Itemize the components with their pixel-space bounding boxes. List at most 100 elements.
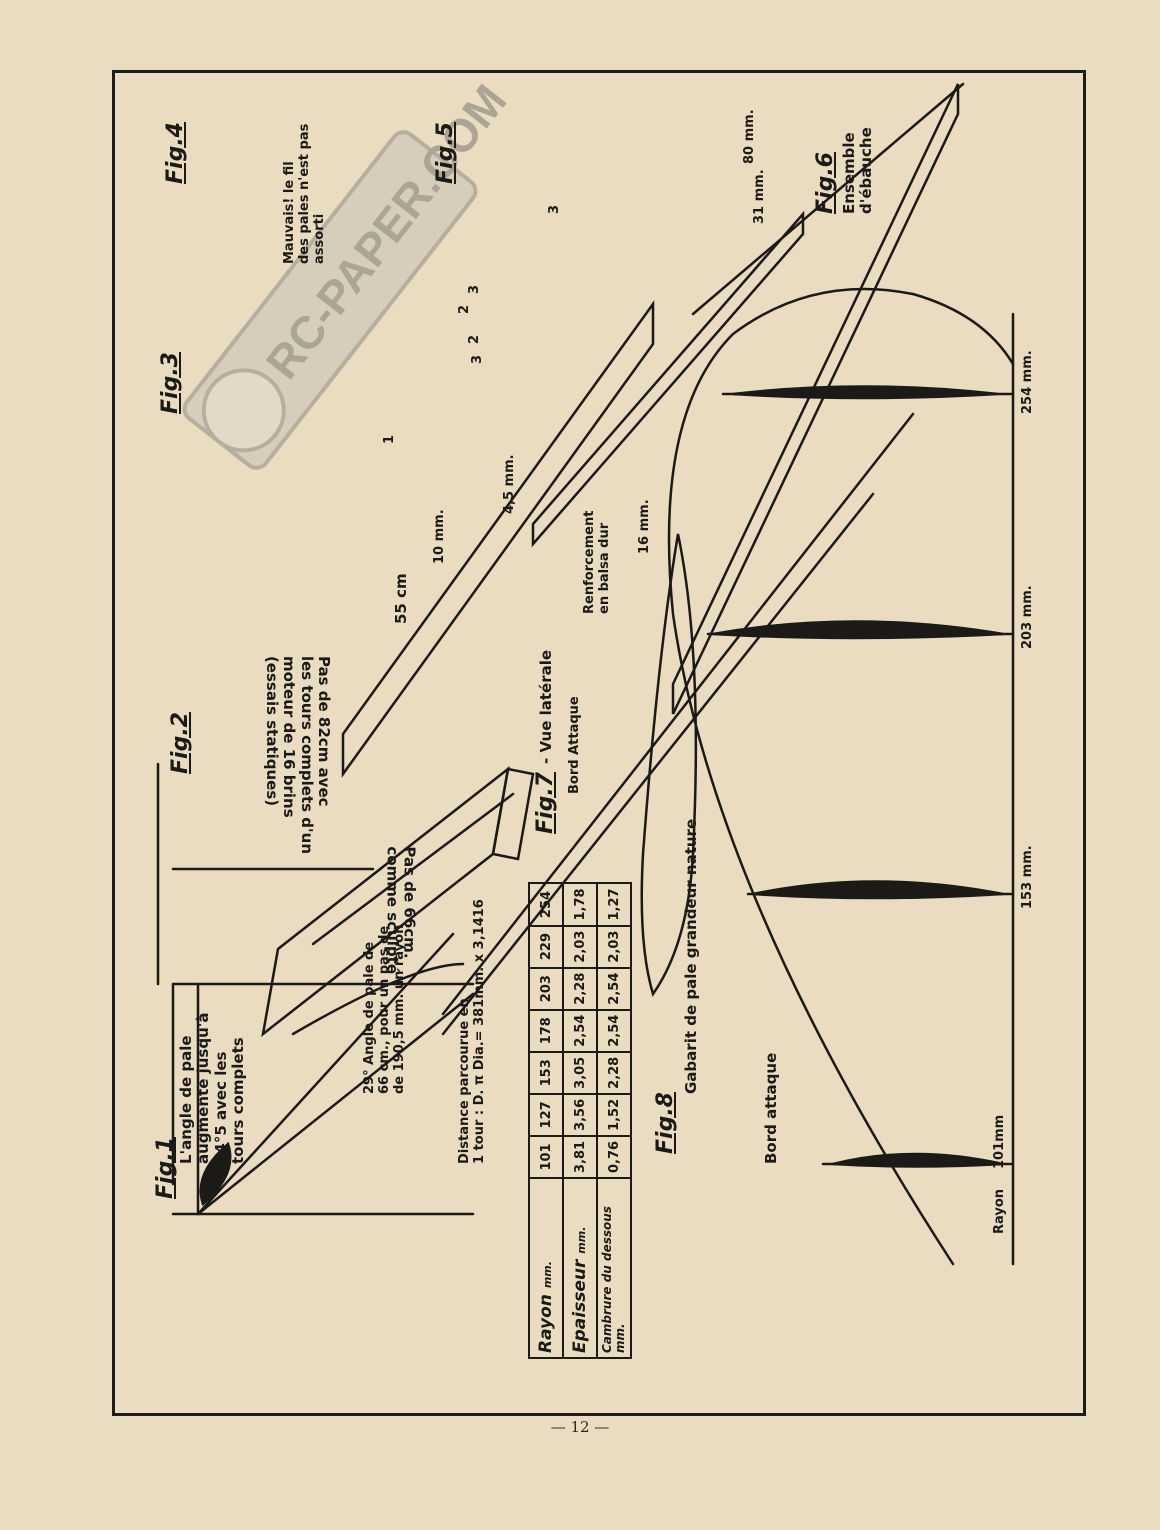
fig7-profile — [640, 533, 698, 997]
table-cell: 2,54 — [597, 1009, 631, 1052]
fig8-section — [832, 1152, 1004, 1168]
fig1-line — [196, 992, 475, 1216]
table-row-label: Epaisseur — [570, 1259, 590, 1353]
table-row-unit: mm. — [575, 1226, 588, 1254]
table-cell: 203 — [529, 967, 563, 1010]
table-row-label: Cambrure du dessous mm. — [600, 1206, 627, 1353]
fig5-number: 3 — [467, 284, 482, 294]
fig1-pitch-66-block: Pas de 66cm. comme sculpté — [383, 846, 418, 974]
fig6-reinforce: Renforcement en balsa dur — [582, 510, 613, 614]
fig1-pitch-82-line: (essais statiques) — [263, 655, 282, 807]
fig3-title: Fig.3 — [158, 352, 183, 414]
fig8-rayon: Rayon — [992, 1188, 1007, 1234]
table-cell: 254 — [529, 883, 563, 926]
fig8-section — [752, 880, 1004, 900]
fig5-block — [531, 210, 805, 548]
fig2-length: 55 cm — [392, 573, 410, 624]
fig8-title: Fig.8 — [653, 1092, 678, 1154]
fig6-subtitle-line: Ensemble — [840, 132, 858, 214]
fig7-bord: Bord Attaque — [567, 696, 582, 794]
fig5-title: Fig.5 — [433, 122, 458, 184]
table-cell: 2,03 — [563, 925, 597, 968]
fig1-pitch-82-line: Pas de 82cm avec — [315, 655, 333, 807]
fig1-title: Fig.1 — [153, 1137, 178, 1199]
fig1-pitch-82-block: Pas de 82cm avec les tours complets d'un… — [263, 655, 333, 854]
fig8-section — [732, 385, 999, 400]
fig6-reinforce-line: en balsa dur — [596, 522, 612, 614]
fig8-section — [712, 620, 1004, 640]
table-row: Rayon mm. 101 127 153 178 203 229 254 — [529, 883, 563, 1358]
table-row-header: Epaisseur mm. — [563, 1178, 597, 1358]
table-cell: 1,52 — [597, 1093, 631, 1136]
table-row-label: Rayon — [536, 1294, 556, 1353]
fig5-number: 2 — [457, 304, 472, 314]
fig8-station-label: 254 mm. — [1020, 350, 1035, 414]
table-cell: 2,03 — [597, 925, 631, 968]
fig7-subtitle: - Vue latérale — [537, 649, 555, 764]
fig4-note-line: Mauvais! le fil — [282, 161, 297, 264]
table-cell: 3,56 — [563, 1093, 597, 1136]
fig1-pitch-66-line: Pas de 66cm. — [400, 846, 419, 959]
fig1-distance-line: 1 tour : D. π Dia.= 381mm. x 3,1416 — [471, 899, 487, 1164]
fig6-dim-width: 80 mm. — [742, 109, 757, 164]
table-cell: 229 — [529, 925, 563, 968]
table-row-header: Rayon mm. — [529, 1178, 563, 1358]
fig1-angle-line: augmente jusqu'à — [194, 1012, 213, 1164]
blade-data-table: Rayon mm. 101 127 153 178 203 229 254 Ep… — [528, 882, 632, 1359]
table-cell: 2,28 — [563, 967, 597, 1010]
watermark-seal: RC-PAPER.COM — [182, 80, 516, 470]
fig5-number: 3 — [470, 354, 485, 364]
fig1-angle-line: tours complets — [228, 1037, 247, 1164]
table-cell: 1,78 — [563, 883, 597, 926]
fig1-pitch-82-line: les tours complets d'un — [297, 655, 316, 854]
blade-drawing — [156, 82, 1015, 1266]
fig1-angle-text: L'angle de pale augmente jusqu'à 34°5 av… — [177, 1012, 247, 1164]
fig1-distance-line: Distance parcourue en — [457, 998, 472, 1164]
fig1-pitch-66-line: comme sculpté — [383, 846, 402, 974]
fig8-subtitle: Gabarit de pale grandeur nature — [682, 818, 700, 1094]
fig1-line — [196, 932, 455, 1216]
table-cell: 2,54 — [597, 967, 631, 1010]
fig8-station-label: 101mm — [992, 1114, 1007, 1169]
fig5-block — [341, 300, 655, 778]
fig4-note-line: assorti — [311, 213, 327, 264]
fig4-note: Mauvais! le fil des pales n'est pas asso… — [282, 123, 328, 264]
fig8-station-label: 203 mm. — [1020, 585, 1035, 649]
table-cell: 3,05 — [563, 1051, 597, 1094]
fig5-line — [441, 492, 875, 1036]
page-number: — 12 — — [550, 1418, 610, 1436]
fig2-line — [311, 792, 515, 946]
table-cell: 101 — [529, 1135, 563, 1178]
fig6-dim-thick: 31 mm. — [752, 169, 767, 224]
fig6-title: Fig.6 — [813, 152, 838, 214]
table-cell: 2,28 — [597, 1051, 631, 1094]
table-cell: 2,54 — [563, 1009, 597, 1052]
table-row: Cambrure du dessous mm. 0,76 1,52 2,28 2… — [597, 883, 631, 1358]
fig6-line — [691, 82, 965, 316]
fig1-pitch-66: Pas de 66cm. comme sculpté — [383, 846, 418, 974]
fig2-block-top — [491, 767, 535, 861]
table-row: Epaisseur mm. 3,81 3,56 3,05 2,54 2,28 2… — [563, 883, 597, 1358]
fig1-distance-text: Distance parcourue en 1 tour : D. π Dia.… — [457, 899, 488, 1164]
fig2-title: Fig.2 — [168, 712, 193, 774]
fig4-note-line: des pales n'est pas — [296, 123, 312, 264]
fig1-pitch-line: 29° Angle de pale de — [362, 941, 377, 1094]
page-frame — [112, 70, 1086, 1416]
fig8-leading-edge — [667, 287, 1015, 1266]
fig7-dim: 16 mm. — [637, 499, 652, 554]
fig1-angle-line: 34°5 avec les — [211, 1051, 230, 1164]
fig1-pitch-82: Pas de 82cm avec les tours complets d'un… — [263, 655, 333, 854]
fig1-arc — [291, 962, 465, 1036]
table-cell: 153 — [529, 1051, 563, 1094]
fig1-blade — [199, 1141, 232, 1207]
fig8-bord: Bord attaque — [762, 1052, 780, 1164]
fig8-station-label: 153 mm. — [1020, 845, 1035, 909]
fig6-subtitle-line: d'ébauche — [857, 127, 876, 214]
table-row-header: Cambrure du dessous mm. — [597, 1178, 631, 1358]
table-cell: 3,81 — [563, 1135, 597, 1178]
table-row-unit: mm. — [541, 1261, 554, 1289]
fig1-angle-line: L'angle de pale — [177, 1035, 195, 1164]
fig6-reinforce-line: Renforcement — [582, 510, 597, 614]
table-cell: 178 — [529, 1009, 563, 1052]
